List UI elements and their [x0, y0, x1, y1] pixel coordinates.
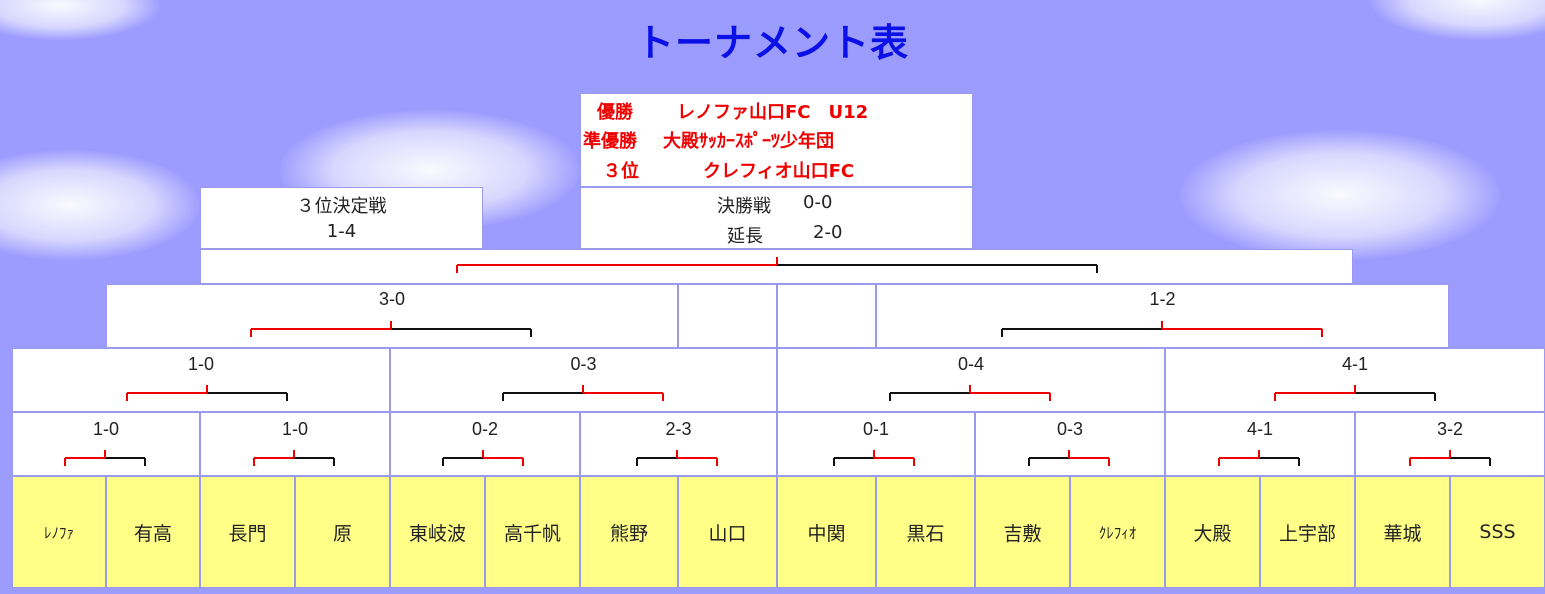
team-cell-14: 上宇部: [1260, 476, 1355, 588]
results-box: 優勝 レノファ山口FC U12 準優勝 大殿ｻｯｶｰｽﾎﾟｰﾂ少年団 ３位 クレ…: [580, 93, 973, 187]
quarterfinal-cell-1: 1-0: [12, 348, 390, 412]
champion-team: レノファ山口FC U12: [677, 102, 869, 123]
quarterfinal-cell-4: 4-1: [1165, 348, 1545, 412]
quarterfinal-score-1: 1-0: [187, 354, 214, 374]
semifinal-cell-1: 3-0: [106, 284, 678, 348]
runnerup-team: 大殿ｻｯｶｰｽﾎﾟｰﾂ少年団: [663, 131, 834, 152]
team-cell-5: 東岐波: [390, 476, 485, 588]
round1-cell-7: 4-1: [1165, 412, 1355, 476]
round1-score-2: 1-0: [281, 419, 308, 439]
quarterfinal-score-4: 4-1: [1341, 354, 1368, 374]
quarterfinal-score-3: 0-4: [957, 354, 984, 374]
quarterfinal-cell-3: 0-4: [777, 348, 1165, 412]
team-cell-1: ﾚﾉﾌｧ: [12, 476, 106, 588]
extra-time-label: 延長: [727, 226, 763, 247]
round1-score-1: 1-0: [92, 419, 119, 439]
extra-time-score: 2-0: [813, 222, 843, 243]
champion-label: 優勝: [597, 102, 633, 123]
team-cell-4: 原: [295, 476, 390, 588]
round1-score-7: 4-1: [1246, 419, 1273, 439]
team-cell-15: 華城: [1355, 476, 1450, 588]
round1-cell-3: 0-2: [390, 412, 580, 476]
round1-score-3: 0-2: [471, 419, 498, 439]
round1-cell-1: 1-0: [12, 412, 200, 476]
team-cell-7: 熊野: [580, 476, 678, 588]
round1-score-8: 3-2: [1436, 419, 1463, 439]
third-team: クレフィオ山口FC: [703, 161, 855, 182]
team-cell-6: 高千帆: [485, 476, 580, 588]
team-cell-11: 吉敷: [975, 476, 1070, 588]
round1-cell-6: 0-3: [975, 412, 1165, 476]
spacer-cell-left: [678, 284, 777, 348]
page-title: トーナメント表: [635, 21, 909, 65]
team-cell-10: 黒石: [876, 476, 975, 588]
runnerup-label: 準優勝: [583, 131, 637, 152]
spacer-cell-right: [777, 284, 876, 348]
round1-cell-4: 2-3: [580, 412, 777, 476]
third-place-label: ３位決定戦: [296, 196, 387, 217]
quarterfinal-cell-2: 0-3: [390, 348, 777, 412]
team-cell-13: 大殿: [1165, 476, 1260, 588]
third-label: ３位: [603, 161, 639, 182]
round1-score-5: 0-1: [862, 419, 889, 439]
final-match: 決勝戦 0-0 延長 2-0: [580, 187, 973, 249]
third-place-score: 1-4: [326, 221, 357, 242]
round1-score-6: 0-3: [1056, 419, 1083, 439]
round1-score-4: 2-3: [665, 419, 692, 439]
semifinal-score-1: 3-0: [378, 289, 405, 309]
semifinal-cell-2: 1-2: [876, 284, 1449, 348]
team-cell-8: 山口: [678, 476, 777, 588]
semifinal-score-2: 1-2: [1149, 289, 1176, 309]
team-cell-3: 長門: [200, 476, 295, 588]
team-cell-9: 中関: [777, 476, 876, 588]
final-score: 0-0: [803, 192, 833, 213]
quarterfinal-score-2: 0-3: [570, 354, 597, 374]
round1-cell-5: 0-1: [777, 412, 975, 476]
final-label: 決勝戦: [717, 196, 771, 217]
round1-cell-8: 3-2: [1355, 412, 1545, 476]
team-cell-16: SSS: [1450, 476, 1545, 588]
team-cell-12: ｸﾚﾌｨｵ: [1070, 476, 1165, 588]
final-bracket-row: [200, 249, 1353, 284]
team-cell-2: 有高: [106, 476, 200, 588]
round1-cell-2: 1-0: [200, 412, 390, 476]
third-place-match: ３位決定戦 1-4: [200, 187, 483, 249]
